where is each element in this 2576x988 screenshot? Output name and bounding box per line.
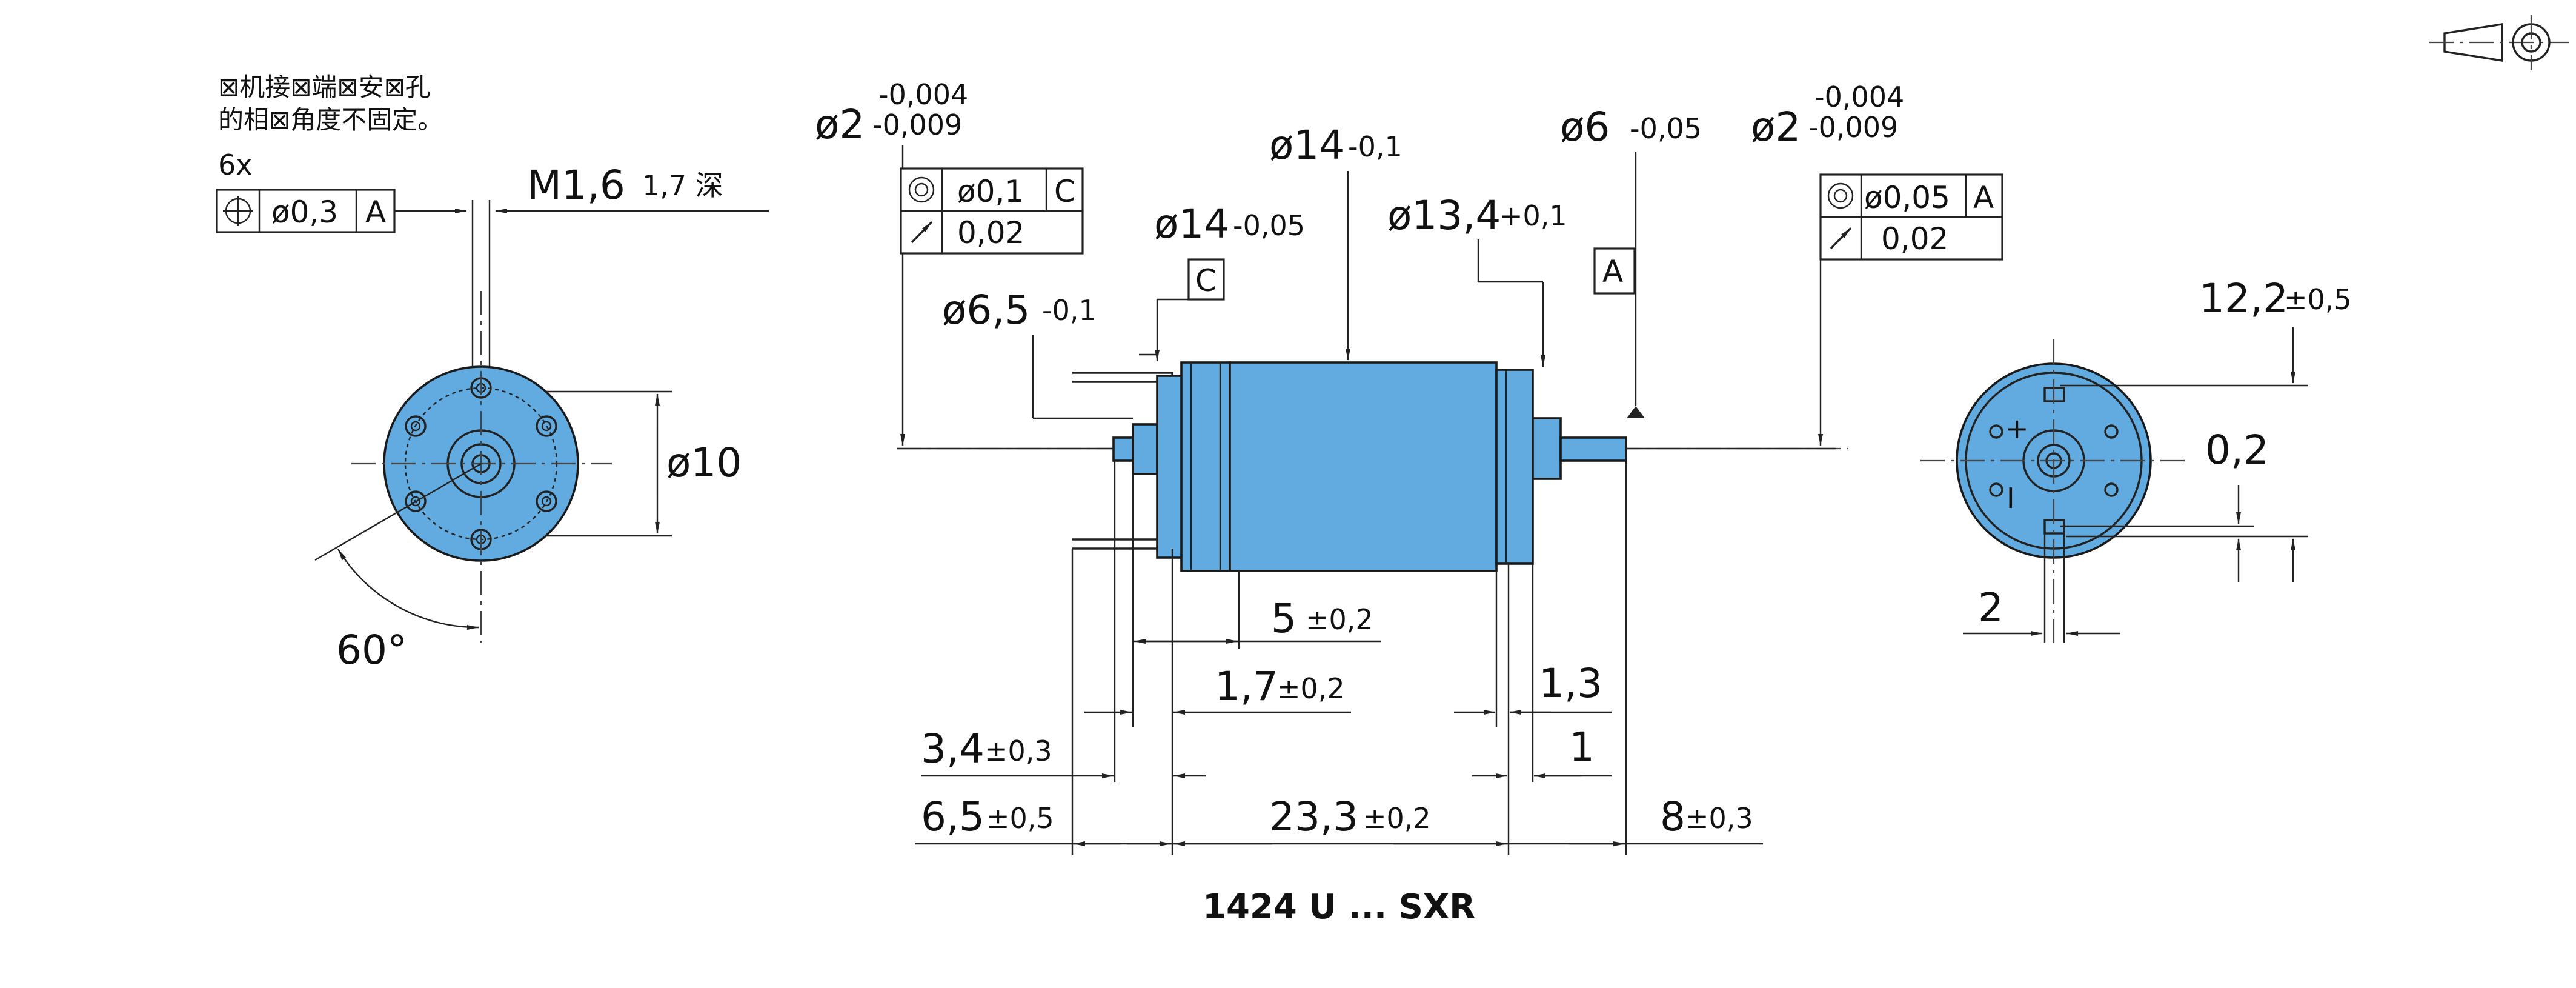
runout-right-value: 0,02 bbox=[1881, 221, 1948, 256]
plus-mark: + bbox=[2005, 412, 2029, 445]
mounting-note-line1: ⊠机接⊠端⊠安⊠孔 bbox=[218, 72, 431, 102]
dim-5-tol: ±0,2 bbox=[1306, 603, 1373, 636]
runout-icon bbox=[911, 221, 933, 244]
runout-right-icon bbox=[1830, 227, 1852, 250]
body-diameter: ø14 bbox=[1269, 122, 1344, 169]
dim-2: 2 bbox=[1978, 584, 2003, 631]
minus-mark: I bbox=[2007, 482, 2015, 515]
dim-1-3: 1,3 bbox=[1539, 660, 1602, 707]
hole-count: 6x bbox=[218, 149, 253, 181]
runout-value: 0,02 bbox=[957, 215, 1024, 250]
position-icon bbox=[223, 196, 253, 226]
concentricity-datum: C bbox=[1054, 174, 1075, 209]
left-shaft bbox=[1112, 436, 1134, 462]
left-end-view: ⊠机接⊠端⊠安⊠孔 的相⊠角度不固定。 6x ø0,3 A M1,6 1,7 深 bbox=[216, 72, 769, 673]
thread-size: M1,6 bbox=[527, 162, 625, 209]
ring-diameter: ø13,4 bbox=[1387, 192, 1501, 239]
left-bearing-boss bbox=[1132, 423, 1158, 475]
datum-a-box bbox=[1593, 247, 1636, 295]
model-title: 1424 U ... SXR bbox=[1203, 887, 1475, 927]
concentricity-right-icon bbox=[1827, 182, 1854, 209]
angle-60-label: 60° bbox=[336, 627, 407, 673]
concentricity-icon bbox=[908, 176, 935, 203]
boss-diameter: ø6,5 bbox=[942, 287, 1030, 333]
datum-c-box bbox=[1187, 258, 1225, 301]
front-boss-diameter-tol: -0,05 bbox=[1630, 112, 1702, 145]
datum-a: A bbox=[1602, 254, 1623, 289]
right-shaft-diameter: ø2 bbox=[1751, 104, 1801, 150]
datum-c: C bbox=[1195, 263, 1217, 298]
boss-diameter-tol: -0,1 bbox=[1042, 294, 1097, 327]
dim-23-3-tol: ±0,2 bbox=[1363, 802, 1431, 835]
front-ring bbox=[1495, 369, 1534, 565]
right-shaft-tol-upper: -0,004 bbox=[1814, 81, 1904, 113]
front-boss bbox=[1532, 417, 1562, 480]
left-shaft-tol-upper: -0,004 bbox=[878, 78, 968, 111]
position-datum: A bbox=[365, 195, 386, 230]
diameter-10-label: ø10 bbox=[666, 439, 742, 486]
dim-0-2: 0,2 bbox=[2205, 427, 2269, 473]
projection-symbol-icon bbox=[2429, 15, 2569, 70]
motor-body bbox=[1229, 361, 1498, 572]
concentricity-frame-left: ø0,1 C 0,02 bbox=[900, 167, 1084, 255]
datum-triangle-icon bbox=[1627, 406, 1645, 418]
mounting-note-line2: 的相⊠角度不固定。 bbox=[218, 105, 443, 135]
flange bbox=[1180, 361, 1231, 572]
right-shaft bbox=[1559, 436, 1627, 462]
right-shaft-tol-lower: -0,009 bbox=[1808, 111, 1898, 144]
concentricity-right-datum: A bbox=[1973, 180, 1994, 215]
concentricity-value: ø0,1 bbox=[957, 174, 1024, 209]
dim-12-2-tol: ±0,5 bbox=[2284, 283, 2352, 316]
dim-6-5-tol: ±0,5 bbox=[986, 802, 1054, 835]
dim-8-tol: ±0,3 bbox=[1685, 802, 1753, 835]
dim-1-7-tol: ±0,2 bbox=[1277, 672, 1345, 705]
dim-23-3: 23,3 bbox=[1269, 793, 1358, 840]
concentricity-frame-right: ø0,05 A 0,02 bbox=[1819, 173, 2003, 261]
ring-diameter-tol: +0,1 bbox=[1499, 199, 1567, 232]
dim-6-5: 6,5 bbox=[921, 793, 984, 840]
body-diameter-tol: -0,1 bbox=[1348, 130, 1403, 163]
flange-diameter-tol: -0,05 bbox=[1233, 209, 1305, 242]
dim-1: 1 bbox=[1569, 724, 1595, 770]
left-shaft-tol-lower: -0,009 bbox=[872, 108, 962, 141]
concentricity-right-value: ø0,05 bbox=[1864, 180, 1950, 215]
dim-12-2: 12,2 bbox=[2199, 275, 2288, 322]
dim-3-4: 3,4 bbox=[921, 726, 984, 772]
dim-3-4-tol: ±0,3 bbox=[984, 735, 1052, 767]
dim-8: 8 bbox=[1660, 793, 1685, 840]
dim-1-7: 1,7 bbox=[1215, 663, 1278, 710]
position-tolerance-frame: ø0,3 A bbox=[216, 189, 396, 233]
position-tolerance-value: ø0,3 bbox=[271, 195, 338, 230]
front-boss-diameter: ø6 bbox=[1560, 104, 1610, 150]
right-end-view: + I 12,2 ±0,5 0,2 2 bbox=[1920, 275, 2352, 643]
left-shaft-diameter: ø2 bbox=[815, 101, 865, 148]
thread-depth: 1,7 深 bbox=[642, 169, 723, 202]
flange-diameter: ø14 bbox=[1154, 201, 1229, 247]
side-view: ø2 -0,004 -0,009 ø0,1 C 0,02 ø14 -0,1 bbox=[815, 78, 2003, 927]
dim-5: 5 bbox=[1271, 595, 1296, 642]
